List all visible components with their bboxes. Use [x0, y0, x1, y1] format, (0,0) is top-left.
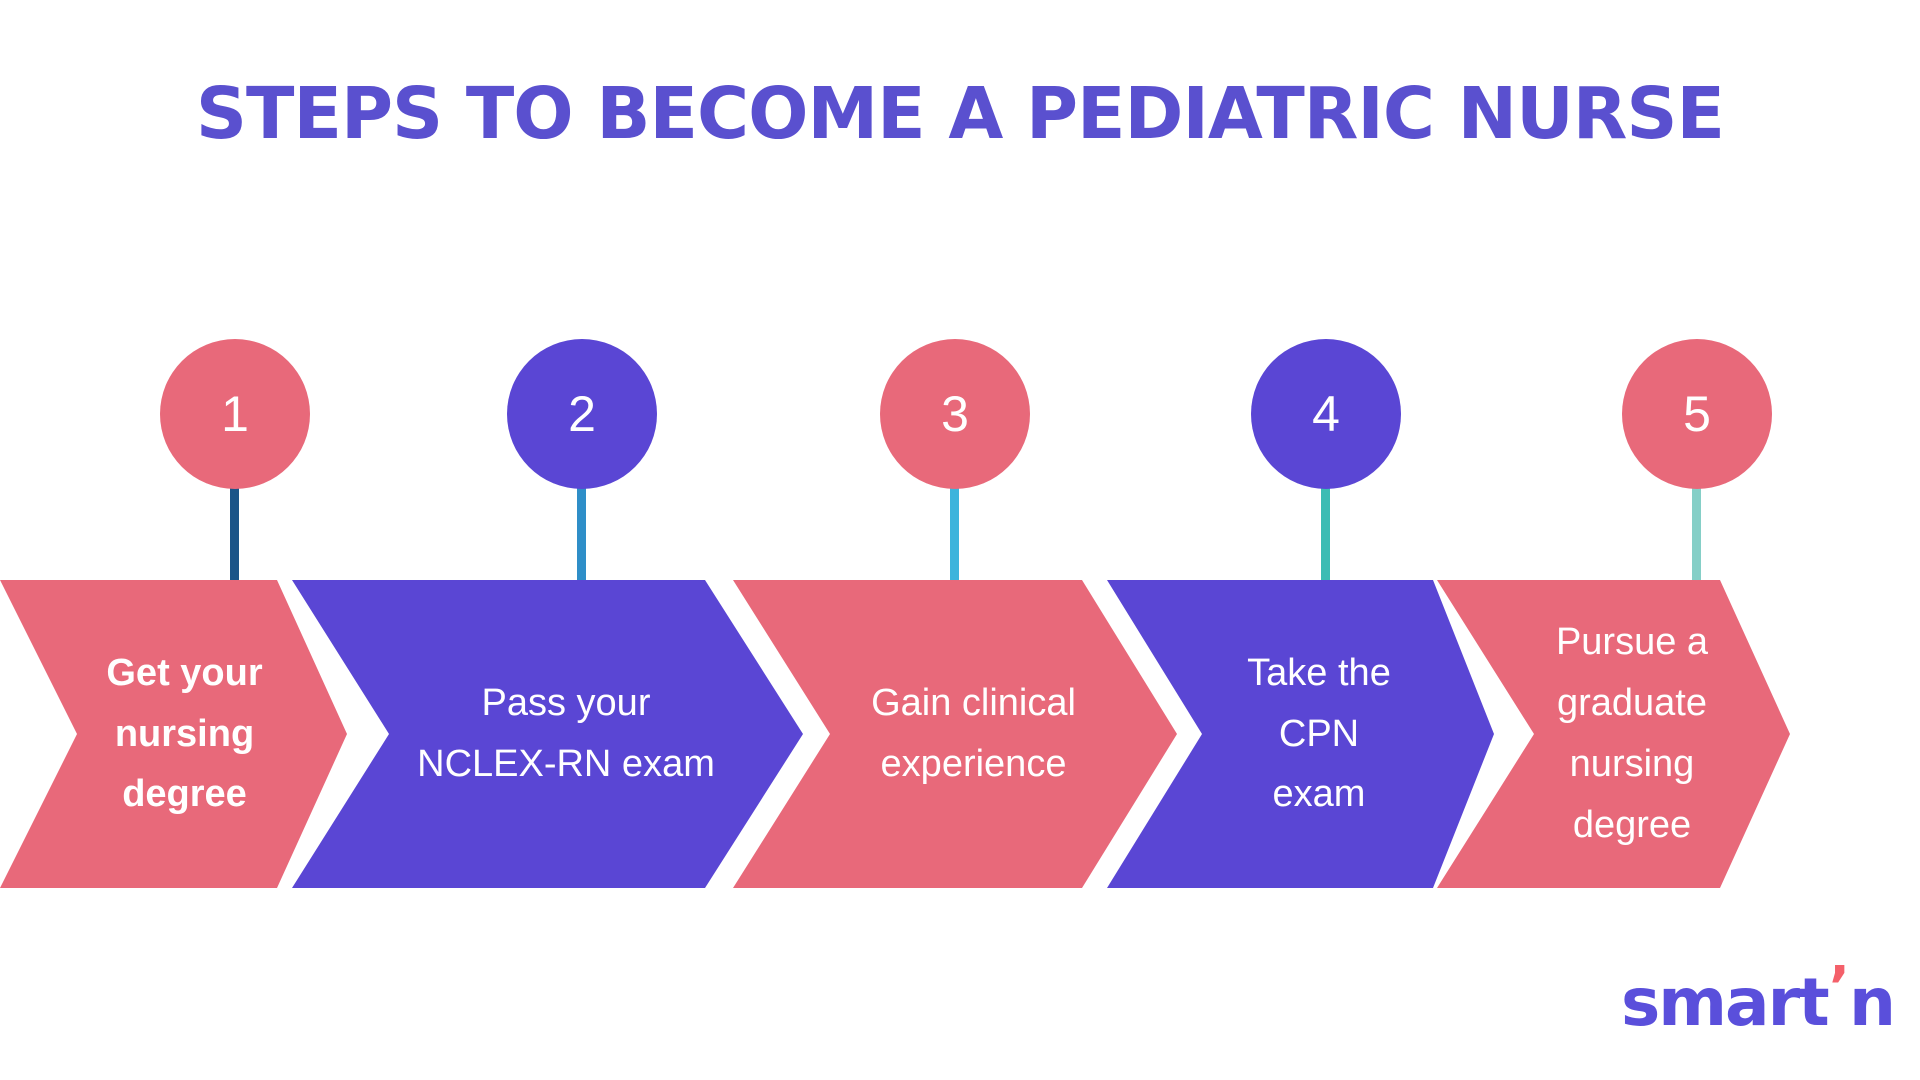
- arrow-label-line: degree: [1572, 803, 1692, 846]
- arrow-label-2: Pass your NCLEX-RN exam: [292, 673, 803, 795]
- smartn-logo: smart’n: [1621, 959, 1896, 1036]
- arrow-label-4: Take the CPN exam: [1107, 643, 1494, 825]
- page-title: STEPS TO BECOME A PEDIATRIC NURSE: [195, 72, 1725, 155]
- arrow-banner-1: Get your nursing degree: [0, 580, 347, 888]
- arrow-label-line: Take the CPN: [1247, 651, 1391, 755]
- arrow-label-line: nursing degree: [114, 712, 255, 816]
- step-circle-2: 2: [507, 339, 657, 489]
- step-circle-4: 4: [1251, 339, 1401, 489]
- arrow-label-1: Get your nursing degree: [0, 643, 347, 825]
- step-circle-3: 3: [880, 339, 1030, 489]
- step-circle-5: 5: [1622, 339, 1772, 489]
- arrow-label-line: Pass your: [481, 682, 651, 725]
- step-number-2: 2: [568, 386, 596, 442]
- arrow-label-line: Pursue a: [1555, 621, 1709, 664]
- logo-text-n: n: [1849, 964, 1896, 1041]
- logo-apostrophe: ’: [1828, 954, 1850, 1020]
- logo-text-smart: smart: [1620, 964, 1830, 1041]
- connector-line-3: [950, 478, 959, 581]
- step-number-4: 4: [1312, 386, 1340, 442]
- arrow-label-line: graduate nursing: [1556, 682, 1707, 785]
- connector-line-1: [230, 478, 239, 581]
- step-number-5: 5: [1683, 386, 1711, 442]
- step-number-3: 3: [941, 386, 969, 442]
- step-circle-1: 1: [160, 339, 310, 489]
- connector-line-5: [1692, 478, 1701, 581]
- arrow-label-5: Pursue a graduate nursing degree: [1437, 612, 1790, 855]
- arrow-label-line: Gain clinical: [871, 682, 1076, 725]
- step-number-1: 1: [221, 386, 249, 442]
- arrow-label-3: Gain clinical experience: [733, 673, 1177, 795]
- arrow-label-line: NCLEX-RN exam: [417, 743, 715, 785]
- connector-line-2: [577, 478, 586, 581]
- arrow-label-line: exam: [1272, 773, 1366, 816]
- arrow-banner-2: Pass your NCLEX-RN exam: [292, 580, 803, 888]
- arrow-label-line: Get your: [106, 651, 263, 694]
- arrow-banner-4: Take the CPN exam: [1107, 580, 1494, 888]
- connector-line-4: [1321, 478, 1330, 581]
- arrow-label-line: experience: [880, 743, 1067, 785]
